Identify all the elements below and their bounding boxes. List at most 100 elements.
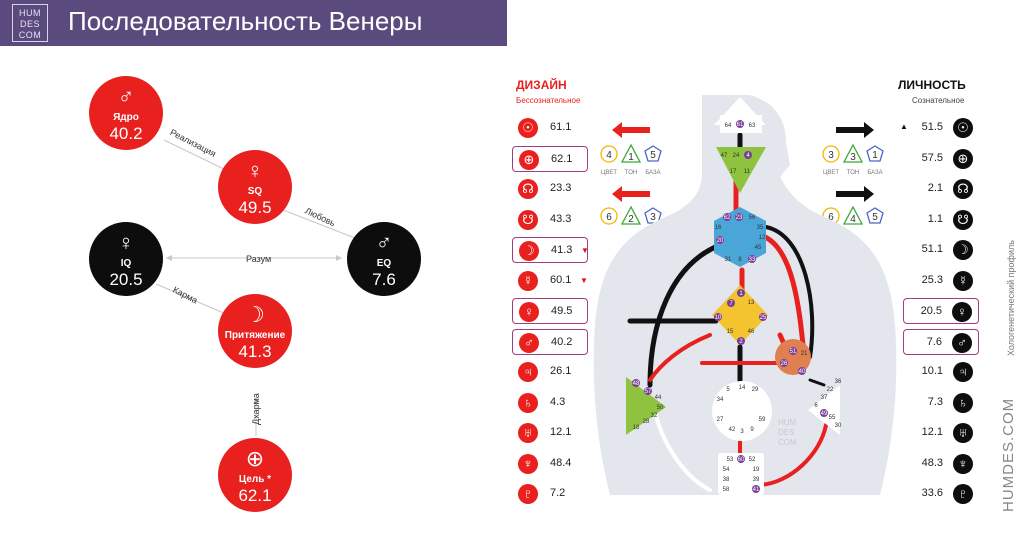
color-circle-icon xyxy=(822,145,840,163)
svg-text:13: 13 xyxy=(748,300,755,306)
svg-text:29: 29 xyxy=(752,387,759,393)
design-base-1: 5 xyxy=(650,150,656,161)
design-value: 41.3 xyxy=(551,244,573,256)
node-attraction: ☽ Притяжение 41.3 xyxy=(218,294,292,368)
uranus-icon: ♅ xyxy=(953,423,973,443)
jupiter-icon: ♃ xyxy=(518,362,538,382)
personality-tone-1: 3 xyxy=(850,152,856,163)
svg-text:41: 41 xyxy=(753,487,760,493)
tone-triangle-icon xyxy=(842,143,864,163)
svg-text:35: 35 xyxy=(757,225,764,231)
root-center xyxy=(718,453,764,495)
svg-text:36: 36 xyxy=(835,379,842,385)
svg-text:1: 1 xyxy=(739,291,743,297)
svg-text:39: 39 xyxy=(753,477,760,483)
design-color-2: 6 xyxy=(606,212,612,223)
up-arrow-icon: ▲ xyxy=(900,122,908,131)
edge-label-mind: Разум xyxy=(246,254,272,264)
design-row: ☋43.3 xyxy=(512,207,588,233)
personality-row: ☿ 25.3 xyxy=(903,268,979,294)
personality-row: ♆48.3 xyxy=(903,451,979,477)
svg-text:19: 19 xyxy=(753,467,760,473)
hologenetic-profile-label: Хологенетический профиль xyxy=(1006,240,1016,356)
personality-row: ♄7.3 xyxy=(903,390,979,416)
design-value: 23.3 xyxy=(550,182,572,194)
svg-text:11: 11 xyxy=(744,169,751,175)
label-color: ЦВЕТ xyxy=(823,170,839,176)
sun-icon: ☉ xyxy=(953,118,973,138)
personality-row: ♀20.5 xyxy=(903,298,979,324)
base-pentagon-icon xyxy=(866,145,884,162)
g-center xyxy=(712,285,768,345)
node-label: SQ xyxy=(247,186,263,197)
personality-row: ⊕ 57.5 xyxy=(903,146,979,172)
edge-mind-arrow-right xyxy=(336,255,342,261)
earth-icon: ⊕ xyxy=(245,446,265,471)
logo-line: HUM xyxy=(19,8,41,18)
design-value: 4.3 xyxy=(550,395,566,408)
design-tone-2: 2 xyxy=(628,214,634,225)
design-row: ☽41.3▼ xyxy=(512,237,589,263)
svg-text:6: 6 xyxy=(814,403,818,409)
design-row: ♄4.3 xyxy=(512,390,588,416)
design-value: 40.2 xyxy=(551,335,573,348)
earth-icon: ⊕ xyxy=(519,149,539,170)
design-row: ☊ 23.3 xyxy=(512,176,588,202)
edge-label-dharma: Дхарма xyxy=(250,393,261,425)
node-value: 7.6 xyxy=(372,270,396,289)
design-row: ♇7.2 xyxy=(512,481,588,507)
label-base: БАЗА xyxy=(645,170,660,176)
color-circle-icon xyxy=(600,145,618,163)
svg-text:8: 8 xyxy=(738,257,742,263)
personality-value: 20.5 xyxy=(920,305,942,317)
venus-icon: ♀ xyxy=(519,302,539,322)
design-value: 61.1 xyxy=(550,121,572,133)
node-eq: ♂ EQ 7.6 xyxy=(347,222,421,296)
node-label: IQ xyxy=(120,258,132,269)
earth-icon: ⊕ xyxy=(953,148,973,169)
svg-text:37: 37 xyxy=(821,395,828,401)
svg-text:4: 4 xyxy=(746,153,750,159)
label-color: ЦВЕТ xyxy=(601,170,617,176)
svg-text:54: 54 xyxy=(723,467,730,473)
svg-text:7: 7 xyxy=(729,301,733,307)
south-node-icon: ☋ xyxy=(953,209,973,230)
personality-row: ♃10.1 xyxy=(903,359,979,385)
north-node-icon: ☊ xyxy=(518,179,538,199)
personality-row: ☽51.1 xyxy=(903,237,979,263)
mercury-icon: ☿ xyxy=(953,270,973,291)
svg-text:5: 5 xyxy=(726,387,730,393)
node-value: 20.5 xyxy=(109,270,143,289)
personality-value: 2.1 xyxy=(927,182,943,194)
saturn-icon: ♄ xyxy=(953,392,973,413)
sun-icon: ☉ xyxy=(518,118,538,138)
personality-value: 57.5 xyxy=(921,151,943,164)
personality-value: 25.3 xyxy=(921,273,943,286)
neptune-icon: ♆ xyxy=(953,453,973,474)
svg-text:42: 42 xyxy=(729,427,736,433)
svg-text:20: 20 xyxy=(717,238,724,244)
down-arrow-icon: ▼ xyxy=(580,275,588,285)
label-base: БАЗА xyxy=(867,170,882,176)
design-value: 49.5 xyxy=(551,305,573,317)
tone-triangle-icon xyxy=(620,205,642,225)
personality-color-1: 3 xyxy=(828,150,834,161)
svg-text:9: 9 xyxy=(750,427,754,433)
design-value: 60.1 xyxy=(550,273,572,286)
design-value: 48.4 xyxy=(550,456,572,469)
svg-text:52: 52 xyxy=(749,457,756,463)
uranus-icon: ♅ xyxy=(518,423,538,443)
svg-text:2: 2 xyxy=(739,339,743,345)
svg-text:34: 34 xyxy=(717,397,724,403)
svg-text:23: 23 xyxy=(736,215,743,221)
moon-icon: ☽ xyxy=(245,302,265,327)
personality-base-1: 1 xyxy=(872,150,878,161)
svg-text:63: 63 xyxy=(749,123,756,129)
sequence-connectors xyxy=(155,139,361,436)
personality-arrow-top-icon xyxy=(836,122,874,138)
tone-triangle-icon xyxy=(620,143,642,163)
personality-row: ☋1.1 xyxy=(903,207,979,233)
edge-realization-line xyxy=(163,139,231,173)
venus-icon: ♀ xyxy=(117,230,135,255)
personality-value: 7.6 xyxy=(926,335,942,348)
